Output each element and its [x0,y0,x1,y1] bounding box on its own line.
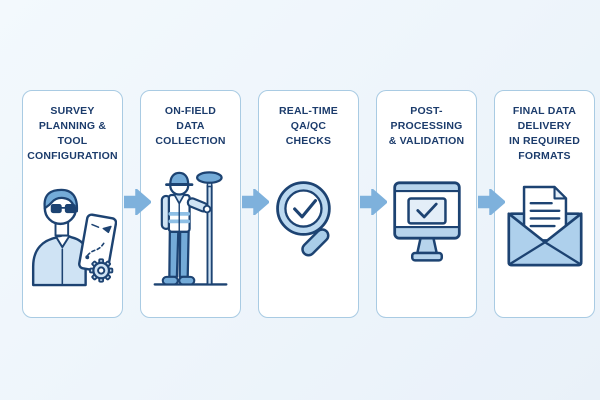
monitor-checkmark-icon [392,181,461,262]
flow-arrow-2 [242,189,269,215]
open-envelope-document-icon [506,185,583,267]
flow-arrow-4 [478,189,505,215]
flow-arrow-1 [124,189,151,215]
step-title: ON-FIELD DATA COLLECTION [155,105,226,147]
step-card-qaqc-checks: REAL-TIME QA/QC CHECKS [258,90,359,318]
step-card-survey-planning: SURVEY PLANNING & TOOL CONFIGURATION [22,90,123,318]
step-title: REAL-TIME QA/QC CHECKS [279,105,338,147]
magnifying-glass-checkmark-icon [275,181,331,257]
step-card-field-collection: ON-FIELD DATA COLLECTION [140,90,241,318]
step-title: FINAL DATA DELIVERY IN REQUIRED FORMATS [508,105,581,162]
step-card-post-processing: POST- PROCESSING & VALIDATION [376,90,477,318]
surveyor-with-gnss-pole-icon [153,171,227,286]
step-title: POST- PROCESSING & VALIDATION [388,105,465,147]
step-card-data-delivery: FINAL DATA DELIVERY IN REQUIRED FORMATS [494,90,595,318]
flow-arrow-3 [360,189,387,215]
planner-with-tablet-and-gear-icon [31,188,117,287]
step-title: SURVEY PLANNING & TOOL CONFIGURATION [27,105,118,162]
